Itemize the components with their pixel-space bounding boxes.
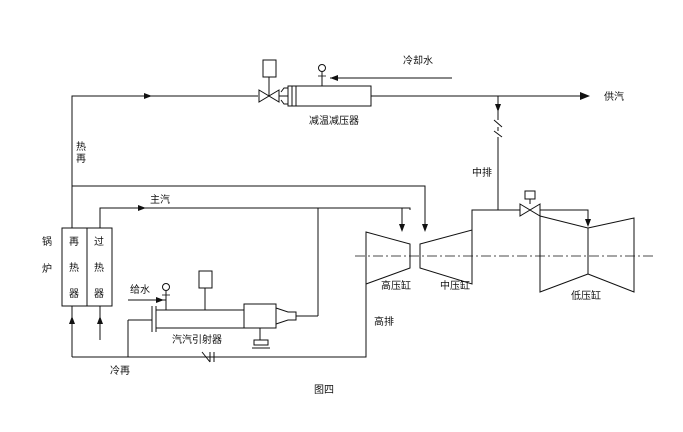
hp-exhaust-label: 高排 — [374, 315, 394, 328]
lp-cylinder — [539, 215, 635, 293]
supply-steam-line — [371, 92, 590, 100]
main-steam-label: 主汽 — [150, 193, 170, 206]
svg-text:器: 器 — [94, 288, 104, 300]
ip-cylinder-label: 中压缸 — [440, 279, 470, 292]
svg-text:热: 热 — [69, 261, 79, 274]
hot-reheat-label-1: 热 — [76, 140, 86, 153]
desuperheater-label: 减温减压器 — [309, 115, 359, 127]
main-steam-to-hp — [318, 207, 405, 232]
control-valve — [258, 59, 280, 103]
desuperheater — [279, 85, 372, 107]
svg-text:再: 再 — [69, 236, 79, 248]
cold-reheat-line — [72, 262, 367, 363]
hot-reheat-label-2: 再 — [76, 153, 86, 165]
cooling-water-line — [318, 64, 452, 86]
reheater: 再 热 器 — [69, 236, 79, 300]
lp-cylinder-label: 低压缸 — [571, 289, 601, 302]
svg-text:热: 热 — [94, 261, 104, 274]
hp-cylinder-label: 高压缸 — [381, 279, 411, 292]
cold-reheat-label: 冷再 — [110, 364, 130, 377]
feed-water-line — [128, 283, 170, 310]
superheater: 过 热 器 — [94, 235, 104, 300]
ip-exhaust-label: 中排 — [472, 166, 492, 179]
ip-cylinder — [419, 229, 473, 285]
figure-caption: 图四 — [314, 384, 334, 396]
hot-reheat-to-ip — [71, 185, 428, 232]
main-steam-line — [99, 205, 411, 317]
feed-water-label: 给水 — [130, 283, 150, 296]
ip-exhaust-line — [493, 96, 503, 210]
ejector — [151, 303, 297, 349]
hp-cylinder — [365, 231, 411, 285]
ejector-actuator — [198, 270, 213, 310]
cooling-water-label: 冷却水 — [403, 54, 433, 67]
ejector-label: 汽汽引射器 — [172, 333, 222, 346]
boiler-label-1: 锅 — [42, 236, 52, 248]
boiler — [61, 227, 113, 307]
svg-text:器: 器 — [69, 288, 79, 300]
hot-reheat-line — [71, 93, 258, 186]
supply-steam-label: 供汽 — [604, 90, 624, 103]
boiler-label-2: 炉 — [42, 263, 52, 275]
svg-text:过: 过 — [94, 235, 104, 248]
